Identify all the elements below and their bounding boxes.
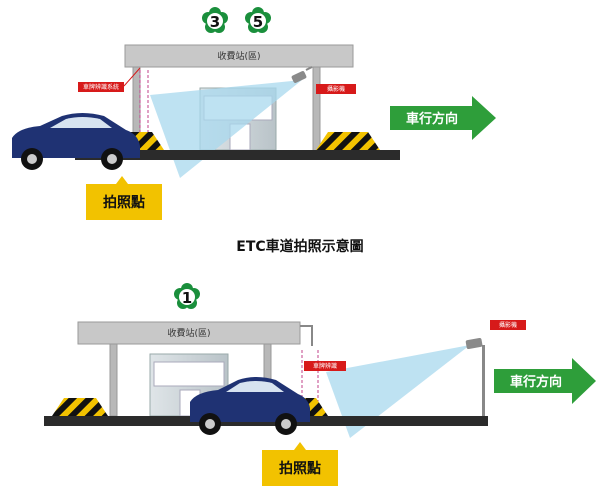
label-plate-system: 車牌辨識 — [304, 361, 346, 371]
photo-point-sign: 拍照點 — [86, 176, 162, 220]
label-camera: 攝影機 — [316, 84, 356, 94]
top-scene: 3 5 收費站(區) 車牌辨識系統 — [12, 7, 496, 220]
flower-lane-3: 3 — [202, 7, 228, 33]
diagram-title: ETC車道拍照示意圖 — [236, 239, 364, 255]
camera-beam — [150, 80, 302, 178]
svg-text:攝影機: 攝影機 — [499, 321, 517, 329]
label-plate-system: 車牌辨識系統 — [78, 82, 124, 92]
car — [190, 377, 310, 435]
camera-icon — [465, 337, 483, 349]
lane-number: 5 — [253, 13, 263, 31]
photo-point-sign: 拍照點 — [262, 442, 338, 486]
svg-text:車牌辨識: 車牌辨識 — [313, 362, 337, 370]
canopy — [124, 44, 354, 68]
pillar — [109, 343, 118, 417]
label-camera: 攝影機 — [490, 320, 526, 330]
svg-text:拍照點: 拍照點 — [279, 460, 321, 477]
flower-lane-5: 5 — [245, 7, 271, 33]
camera-icon — [291, 66, 313, 83]
svg-text:攝影機: 攝影機 — [327, 85, 345, 93]
direction-arrow: 車行方向 — [390, 96, 496, 140]
flower-lane-1: 1 — [174, 283, 200, 309]
camera-beam — [326, 345, 470, 438]
booth-sign: 收費站(區) — [217, 50, 260, 62]
lane-number: 3 — [210, 13, 220, 31]
pillar — [312, 66, 321, 152]
svg-text:車牌辨識系統: 車牌辨識系統 — [83, 83, 119, 91]
direction-arrow: 車行方向 — [494, 358, 596, 404]
booth-sign: 收費站(區) — [167, 327, 210, 339]
hazard-barrier — [52, 398, 108, 416]
canopy — [77, 321, 301, 345]
hazard-barrier — [316, 132, 380, 150]
road — [75, 150, 400, 160]
car — [12, 113, 140, 170]
camera-pole — [482, 345, 485, 418]
lane-number: 1 — [182, 289, 192, 307]
svg-text:拍照點: 拍照點 — [103, 194, 145, 211]
svg-text:車行方向: 車行方向 — [510, 374, 562, 390]
bottom-scene: 1 收費站(區) 車牌辨識 攝影機 — [44, 283, 596, 486]
svg-text:車行方向: 車行方向 — [406, 111, 458, 127]
